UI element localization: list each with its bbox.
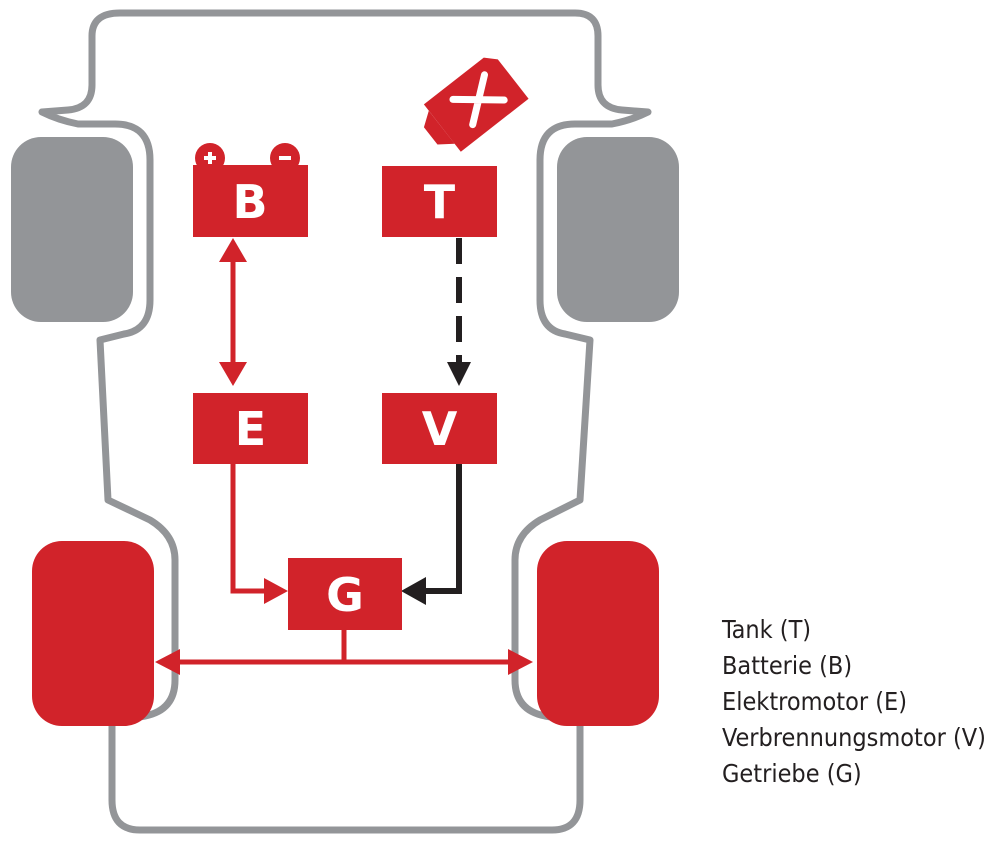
combustion-engine-label: V	[422, 402, 458, 456]
front-axle-arrow	[155, 630, 533, 675]
electric-motor-box: E	[193, 393, 308, 464]
front-left-wheel	[32, 541, 154, 726]
electric-motor-label: E	[235, 402, 266, 456]
fuel-line-arrow	[447, 238, 471, 386]
tank-box: T	[382, 166, 497, 237]
rear-left-wheel	[11, 137, 133, 322]
battery-box: B	[193, 143, 308, 237]
gearbox-label: G	[326, 568, 364, 622]
legend-item-gearbox: Getriebe (G)	[722, 759, 862, 788]
battery-motor-arrow	[219, 238, 247, 386]
fuel-canister-icon	[423, 57, 529, 152]
rear-right-wheel	[557, 137, 679, 322]
legend-item-tank: Tank (T)	[722, 615, 812, 644]
legend-item-electric-motor: Elektromotor (E)	[722, 687, 907, 716]
front-right-wheel	[537, 541, 659, 726]
combustion-engine-box: V	[382, 393, 497, 464]
battery-label: B	[232, 175, 267, 229]
gearbox-box: G	[288, 558, 402, 630]
tank-label: T	[424, 175, 456, 229]
engine-gearbox-arrow	[401, 464, 462, 605]
legend-item-combustion-engine: Verbrennungsmotor (V)	[722, 723, 986, 752]
legend: Tank (T) Batterie (B) Elektromotor (E) V…	[722, 612, 986, 792]
motor-gearbox-arrow	[230, 464, 288, 604]
legend-item-battery: Batterie (B)	[722, 651, 853, 680]
